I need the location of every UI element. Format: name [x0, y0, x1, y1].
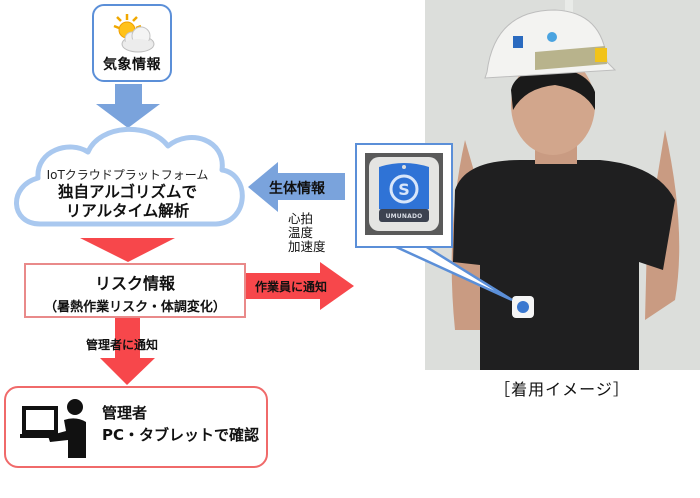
cloud-realtime-line: リアルタイム解析 — [65, 202, 190, 220]
biometric-label: 生体情報 — [269, 181, 325, 197]
worker-illustration — [425, 0, 700, 370]
wearing-image-photo — [425, 0, 700, 370]
weather-to-cloud-arrow — [96, 84, 160, 128]
flow-diagram-shapes — [14, 84, 354, 385]
weather-info-box: 気象情報 — [92, 4, 172, 82]
vital-acceleration: 加速度 — [288, 239, 326, 254]
wearing-image-caption: ［着用イメージ］ — [494, 380, 630, 399]
admin-check-method: PC・タブレットで確認 — [102, 426, 260, 444]
sensor-device: S UMUNADO — [357, 145, 450, 245]
weather-info-label: 気象情報 — [103, 57, 161, 73]
biometric-arrow — [248, 162, 345, 212]
device-callout: S UMUNADO — [355, 143, 453, 248]
vitals-list: 心拍 温度 加速度 — [288, 212, 326, 254]
admin-text: 管理者 PC・タブレットで確認 — [102, 402, 259, 446]
device-logo-text: UMUNADO — [385, 213, 423, 220]
admin-title: 管理者 — [102, 404, 148, 422]
person-at-laptop-icon — [20, 399, 86, 458]
sensor-device-image: S — [365, 153, 443, 235]
cloud-shape — [14, 126, 245, 227]
vital-temperature: 温度 — [288, 225, 314, 240]
vital-heart-rate: 心拍 — [288, 211, 314, 226]
risk-info-detail: （暑熱作業リスク・体調変化） — [44, 300, 226, 315]
manager-notify-label: 管理者に通知 — [86, 338, 159, 352]
cloud-algorithm-line: 独自アルゴリズムで — [57, 183, 198, 201]
admin-box — [4, 386, 268, 468]
cloud-platform-label: IoTクラウドプラットフォーム — [46, 168, 209, 182]
sun-behind-cloud-icon — [113, 14, 155, 53]
risk-info-box: リスク情報 （暑熱作業リスク・体調変化） — [24, 263, 246, 318]
manager-notify-arrow — [100, 318, 155, 385]
worker-notify-arrow — [246, 262, 354, 310]
worker-notify-label: 作業員に通知 — [255, 280, 328, 294]
cloud-to-risk-arrow — [80, 238, 175, 262]
risk-info-title: リスク情報 — [94, 274, 175, 293]
svg-text:S: S — [398, 180, 410, 199]
